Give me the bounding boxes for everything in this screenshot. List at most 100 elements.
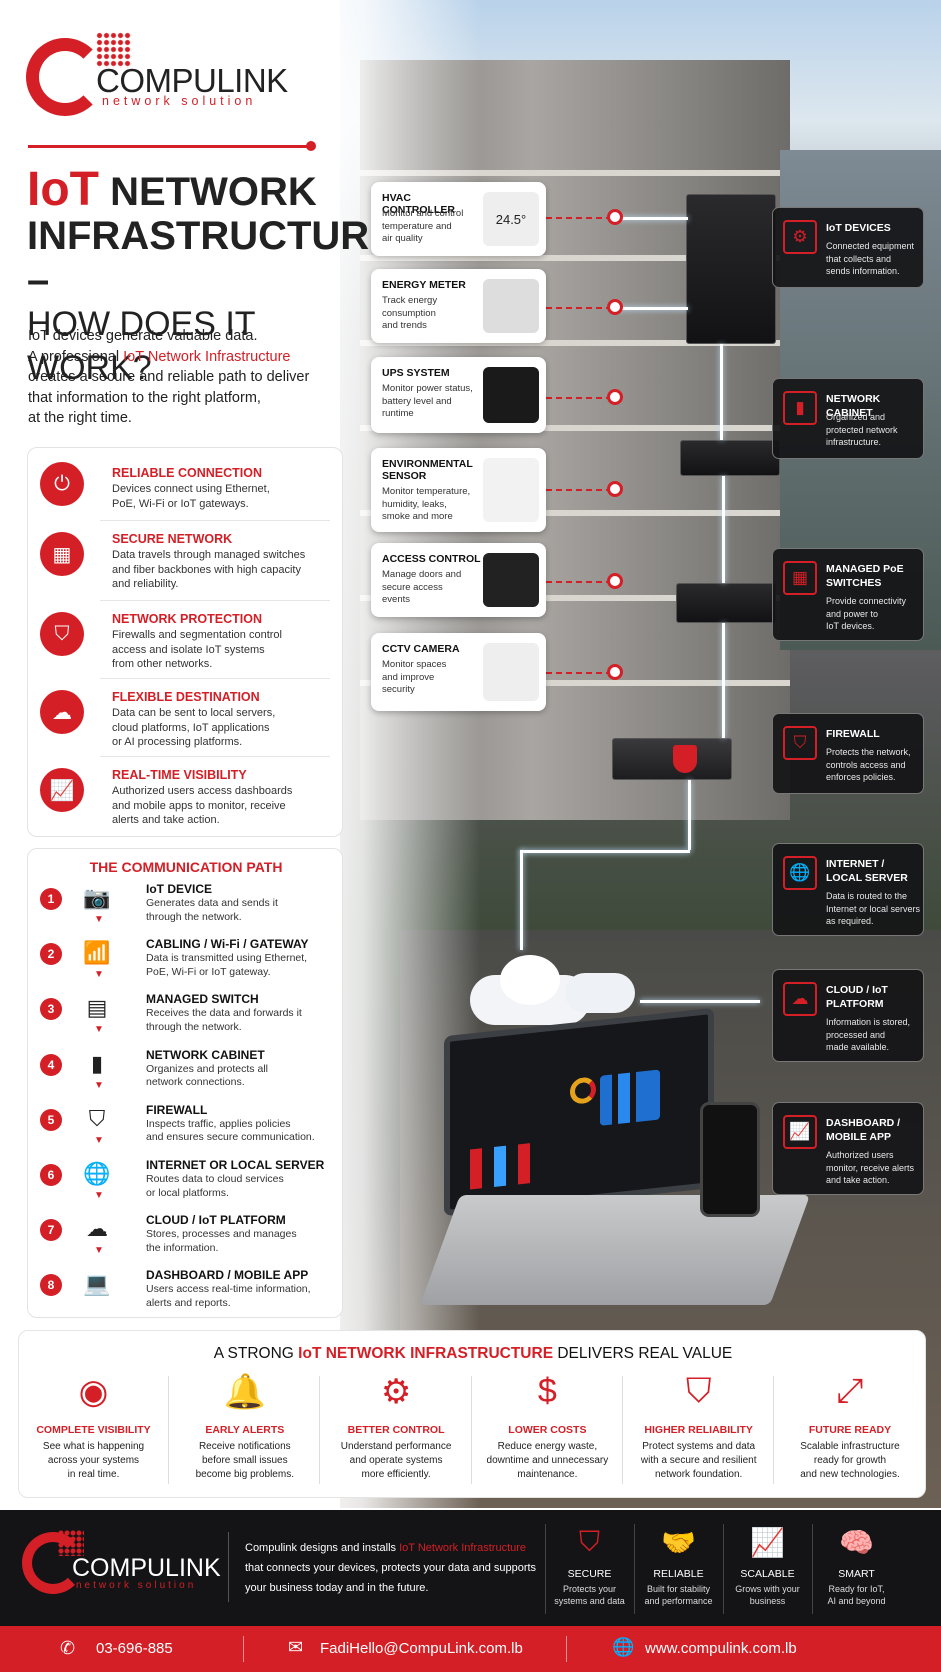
ups-system-image <box>483 367 539 423</box>
eye-icon: ◉ <box>78 1373 109 1411</box>
handshake-icon: 🤝 <box>661 1527 696 1558</box>
arrow-down-icon: ▼ <box>94 1024 104 1036</box>
value-item: $ LOWER COSTS Reduce energy waste,downti… <box>472 1370 623 1490</box>
compulink-logo: COMPULINK network solution <box>26 24 306 119</box>
step-number: 8 <box>40 1274 62 1297</box>
brand-tagline: network solution <box>102 94 257 108</box>
bell-icon: 🔔 <box>223 1373 266 1411</box>
wifi-icon: 📶 <box>83 940 111 966</box>
cloud-icon: ☁ <box>783 982 817 1016</box>
arrow-down-icon: ▼ <box>94 914 104 925</box>
value-description: Reduce energy waste,downtime and unneces… <box>486 1441 609 1480</box>
laptop-dashboard-image <box>444 1007 714 1217</box>
dollar-icon: $ <box>537 1372 557 1410</box>
connection-dot <box>607 573 623 589</box>
firewall-appliance-image <box>612 738 732 780</box>
value-title: EARLY ALERTS <box>205 1424 285 1436</box>
path-step: 7 ☁ ▼ CLOUD / IoT PLATFORM Stores, proce… <box>38 1211 338 1263</box>
step-title: CLOUD / IoT PLATFORM <box>146 1213 286 1228</box>
email-link[interactable]: FadiHello@CompuLink.com.lb <box>320 1640 523 1657</box>
step-number: 7 <box>40 1219 62 1242</box>
cabinet-icon: ▮ <box>90 1050 104 1076</box>
camera-icon: 📷 <box>83 885 111 910</box>
globe-icon: 🌐 <box>612 1637 635 1657</box>
firewall-icon: ⛉ <box>783 726 817 760</box>
component-title: INTERNET /LOCAL SERVER <box>826 858 908 884</box>
path-step: 6 🌐 ▼ INTERNET OR LOCAL SERVER Routes da… <box>38 1156 338 1208</box>
cloud-icon: ☁ <box>40 690 84 734</box>
features-card: ⏻ RELIABLE CONNECTION Devices connect us… <box>27 447 343 837</box>
footer-card-title: SCALABLE <box>740 1568 795 1580</box>
device-title: ACCESS CONTROL <box>382 553 481 565</box>
values-section: A STRONG IoT NETWORK INFRASTRUCTURE DELI… <box>18 1330 926 1498</box>
step-number: 3 <box>40 998 62 1021</box>
component-title: DASHBOARD /MOBILE APP <box>826 1117 901 1143</box>
firewall-icon: ⛉ <box>88 1105 106 1131</box>
communication-path-card: THE COMMUNICATION PATH <box>27 848 343 1318</box>
energy-meter-image <box>483 279 539 333</box>
shield-check-icon: ⛉ <box>685 1372 712 1410</box>
gear-icon: ⚙ <box>380 1373 412 1411</box>
cabinet-icon: ▮ <box>783 391 817 425</box>
step-title: NETWORK CABINET <box>146 1047 265 1062</box>
footer: COMPULINK network solution Compulink des… <box>0 1510 941 1626</box>
value-title: COMPLETE VISIBILITY <box>36 1424 151 1436</box>
divider-dot <box>306 141 316 151</box>
device-title: UPS SYSTEM <box>382 367 450 379</box>
component-title: IoT DEVICES <box>826 222 891 234</box>
cloud-icon: ☁ <box>86 1216 108 1242</box>
step-title: CABLING / Wi-Fi / GATEWAY <box>146 937 309 952</box>
laptop-icon: 💻 <box>83 1271 111 1297</box>
step-description: Data is transmitted using Ethernet,PoE, … <box>146 952 308 978</box>
footer-card: 🧠 SMART Ready for IoT,AI and beyond <box>812 1524 900 1614</box>
step-title: IoT DEVICE <box>146 882 213 896</box>
connection-dot <box>607 389 623 405</box>
cctv-camera-image <box>483 643 539 701</box>
value-item: ◉ COMPLETE VISIBILITY See what is happen… <box>18 1370 169 1490</box>
device-card-ups-system: UPS SYSTEM Monitor power status,battery … <box>371 357 546 433</box>
chart-icon: 📈 <box>783 1115 817 1149</box>
connection-dot <box>607 664 623 680</box>
step-number: 4 <box>40 1053 62 1076</box>
device-title: CCTV CAMERA <box>382 643 460 655</box>
expand-icon: ⤢ <box>836 1372 864 1410</box>
managed-switch-image-1 <box>680 440 780 476</box>
phone-link[interactable]: 03-696-885 <box>96 1640 173 1657</box>
component-description: Protects the network,controls access and… <box>826 747 911 782</box>
hvac-controller-image: 24.5° <box>483 192 539 246</box>
managed-switch-image-2 <box>676 583 776 623</box>
step-title: DASHBOARD / MOBILE APP <box>146 1268 309 1283</box>
brand-name: COMPULINK <box>72 1554 221 1582</box>
website-link[interactable]: www.compulink.com.lb <box>645 1640 797 1657</box>
